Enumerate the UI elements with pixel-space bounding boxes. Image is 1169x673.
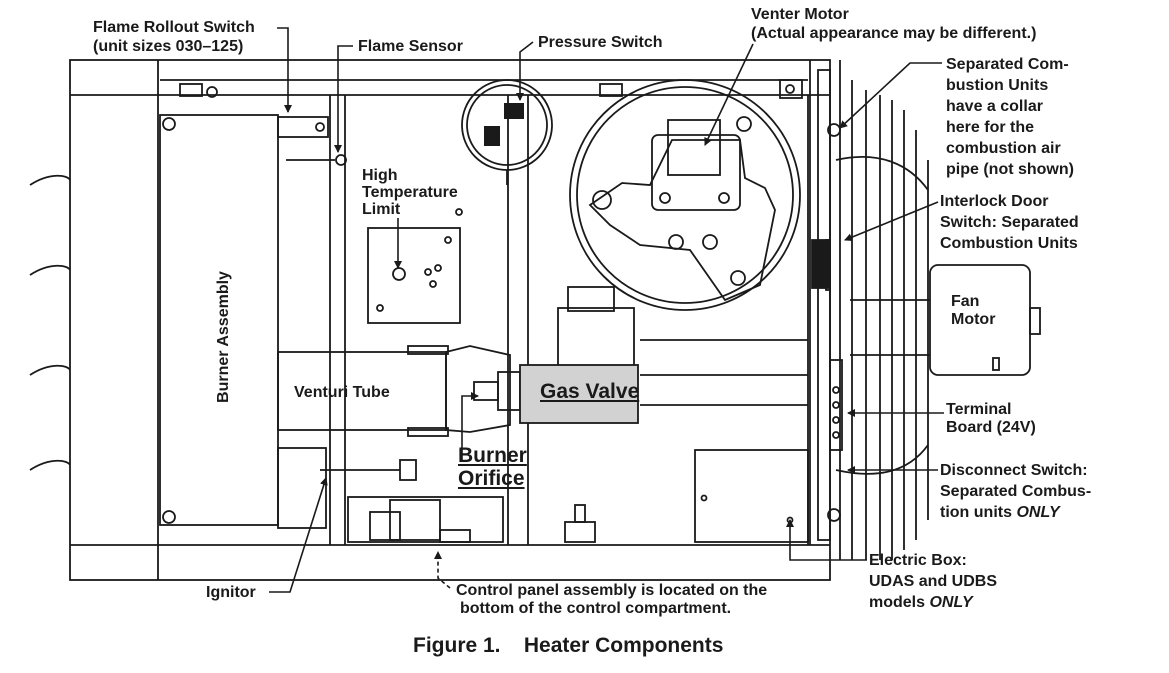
burner-orifice-line1: Burner (458, 444, 527, 467)
control-panel-line2: bottom of the control compartment. (460, 600, 732, 617)
venturi-tube-label: Venturi Tube (294, 384, 390, 401)
venter-motor-label: Venter Motor (751, 6, 849, 23)
disconnect-line3: tion units ONLY (940, 503, 1060, 522)
disconnect-line2: Separated Combus- (940, 483, 1092, 500)
separated-units-line1: Separated Com- (946, 56, 1069, 73)
high-temp-line1: High (362, 167, 398, 184)
separated-units-line6: pipe (not shown) (946, 161, 1074, 178)
electric-box-line3: models ONLY (869, 593, 973, 612)
electric-box-only: ONLY (929, 594, 973, 611)
electric-box-line1: Electric Box: (869, 552, 967, 569)
high-temp-line2: Temperature (362, 184, 458, 201)
high-temp-line3: Limit (362, 201, 401, 218)
pressure-switch-label: Pressure Switch (538, 34, 663, 51)
disconnect-only: ONLY (1016, 504, 1060, 521)
flame-rollout-sub-label: (unit sizes 030–125) (93, 38, 244, 55)
separated-units-line3: have a collar (946, 98, 1043, 115)
interlock-line1: Interlock Door (940, 193, 1049, 210)
venter-motor-note: (Actual appearance may be different.) (751, 25, 1037, 42)
ignitor-label: Ignitor (206, 584, 256, 601)
electric-box-line2: UDAS and UDBS (869, 573, 998, 590)
separated-units-line5: combustion air (946, 140, 1061, 157)
electric-box-shape (694, 449, 809, 543)
venter-housing-shape (569, 79, 801, 311)
high-temp-limit-shape (367, 227, 461, 324)
separated-units-line4: here for the (946, 119, 1035, 136)
separated-units-line2: bustion Units (946, 77, 1049, 94)
flame-sensor-label: Flame Sensor (358, 38, 463, 55)
control-panel-line1: Control panel assembly is located on the (456, 582, 768, 599)
fan-motor-line2: Motor (951, 311, 996, 328)
terminal-board-line2: Board (24V) (946, 419, 1036, 436)
cabinet-outline (69, 59, 831, 581)
fan-motor-line1: Fan (951, 293, 980, 310)
interlock-line2: Switch: Separated (940, 214, 1079, 231)
figure-number: Figure 1. (413, 634, 501, 657)
gas-valve-label: Gas Valve (540, 380, 640, 403)
gas-valve-shape (519, 364, 639, 424)
burner-orifice-line2: Orifice (458, 467, 525, 490)
figure-caption: Figure 1. Heater Components (413, 634, 723, 658)
interlock-line3: Combustion Units (940, 235, 1078, 252)
terminal-board-line1: Terminal (946, 401, 1012, 418)
figure-title: Heater Components (523, 634, 724, 657)
interlock-switch-shape (811, 239, 831, 289)
burner-assembly-label: Burner Assembly (215, 271, 232, 403)
pressure-switch-shape (461, 79, 553, 171)
burner-assembly-shape (159, 114, 279, 526)
disconnect-line3-text: tion units (940, 504, 1012, 521)
electric-box-line3-text: models (869, 594, 926, 611)
flame-rollout-label: Flame Rollout Switch (93, 19, 255, 36)
disconnect-line1: Disconnect Switch: (940, 462, 1088, 479)
